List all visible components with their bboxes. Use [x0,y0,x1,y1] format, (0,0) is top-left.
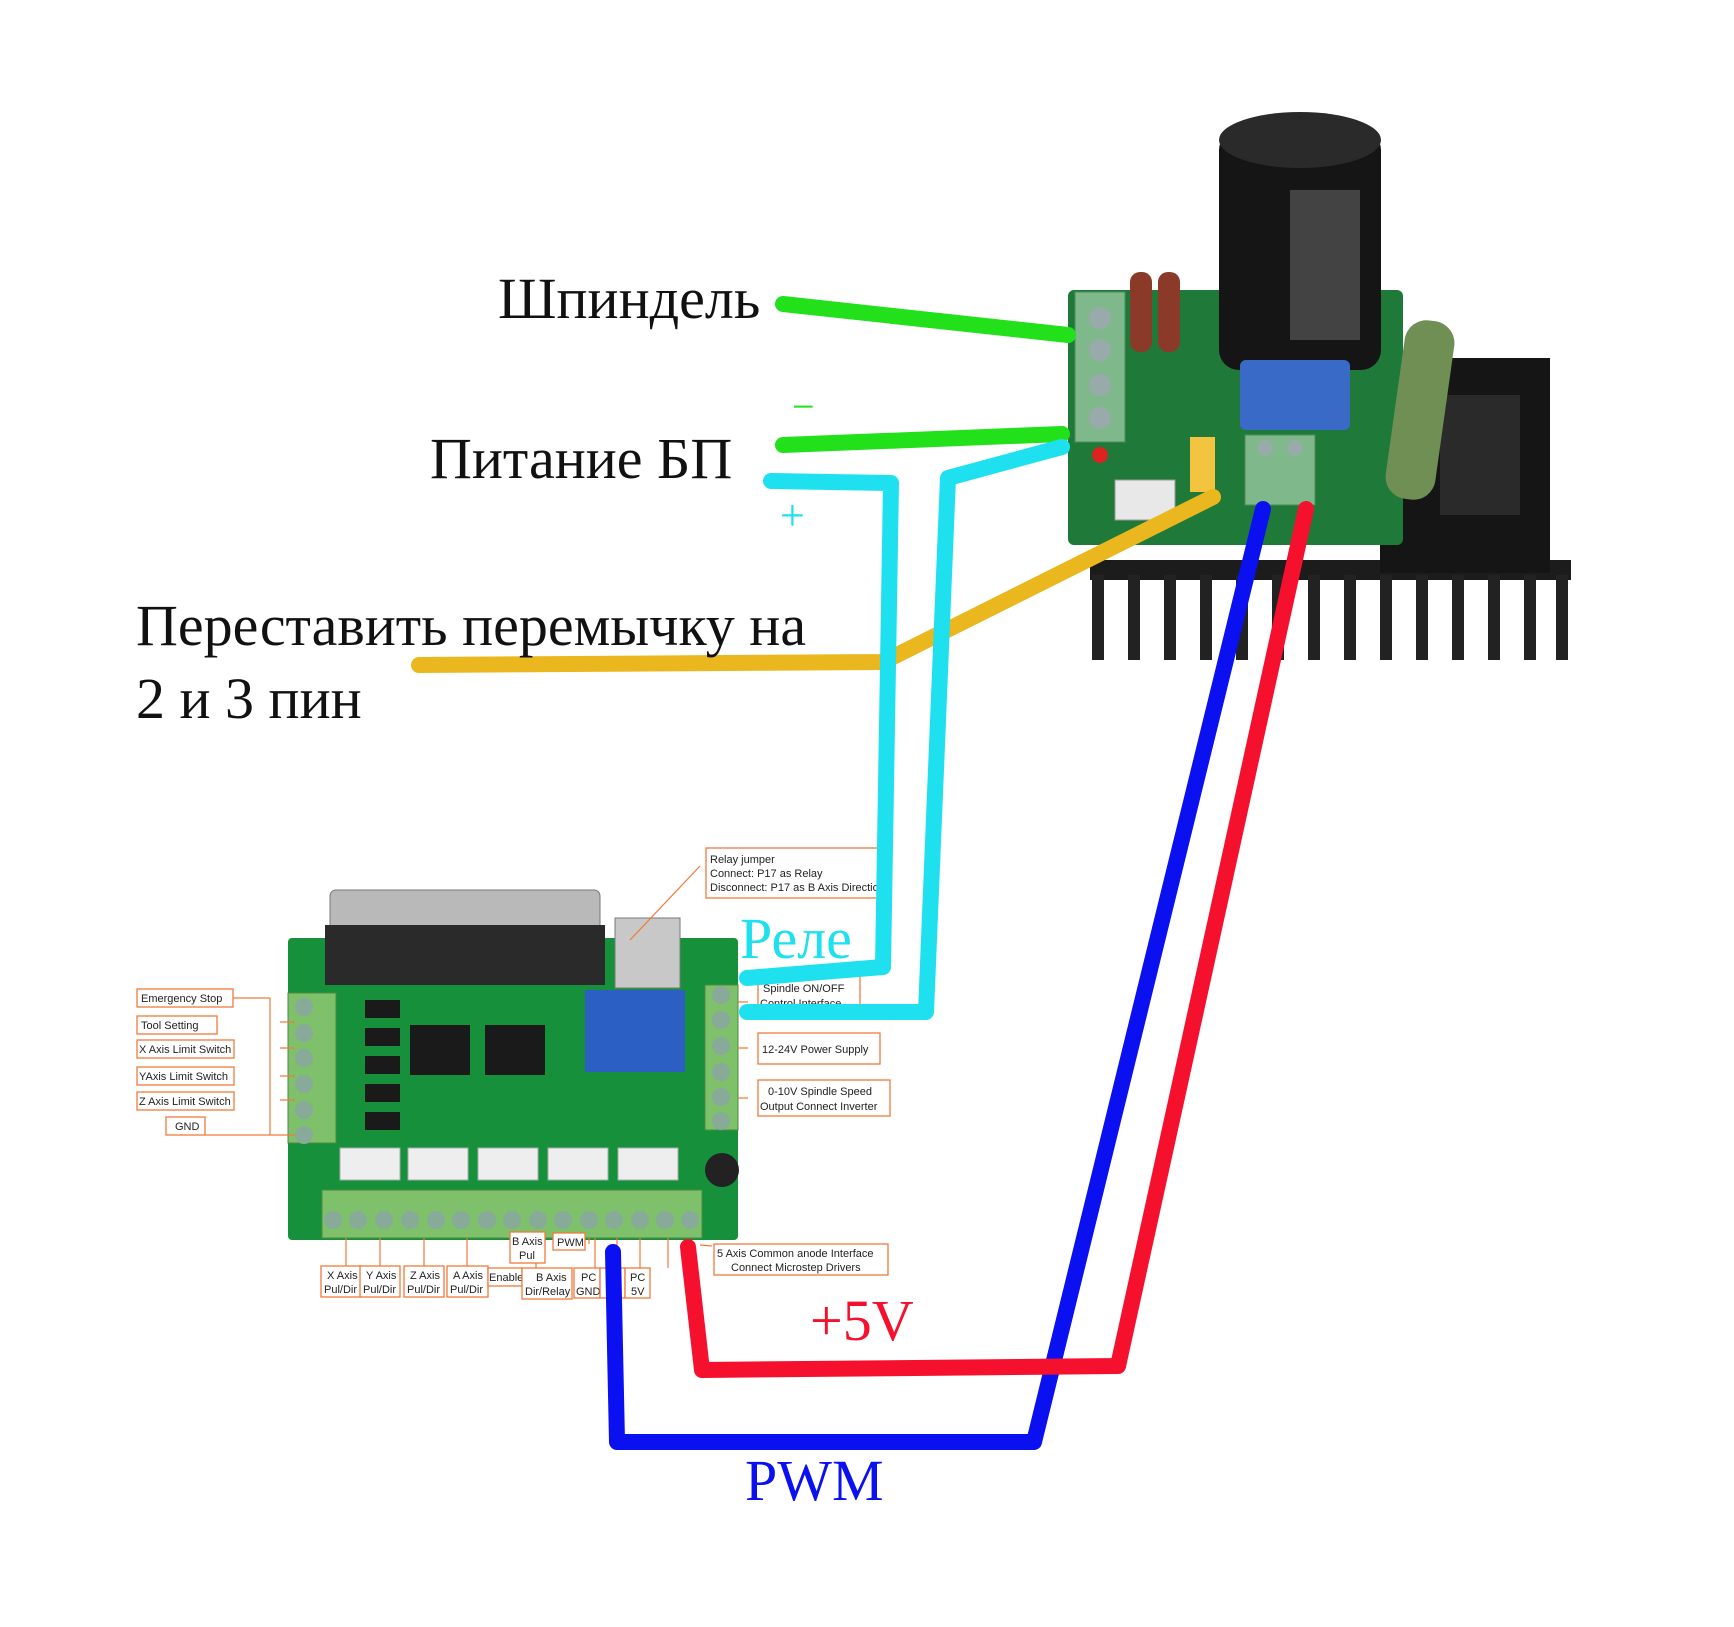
label-pc-gnd-1: PC [581,1272,596,1284]
label-tool-setting: Tool Setting [141,1020,198,1032]
label-psu-plus: + [780,491,805,540]
label-pwm-pin: PWM [557,1237,584,1249]
driver-terminal-block-bottom [1244,434,1316,506]
label-x-limit: X Axis Limit Switch [139,1044,231,1056]
label-pwm: PWM [745,1448,884,1513]
label-relay: Реле [740,906,852,971]
label-power-supply: 12-24V Power Supply [762,1044,869,1056]
label-emergency-stop: Emergency Stop [141,993,222,1005]
label-pc-5v-b-2: 5V [631,1286,645,1298]
label-z-axis-1: Z Axis [410,1270,440,1282]
led-red [1092,447,1108,463]
power-resistor [1385,320,1455,500]
jumper-header [1190,437,1215,492]
label-spindle-speed-2: Output Connect Inverter [760,1101,878,1113]
label-spindle-speed-1: 0-10V Spindle Speed [768,1086,872,1098]
usb-connector [614,917,681,989]
label-enable: Enable [489,1272,523,1284]
right-terminal-block [704,984,739,1131]
label-x-axis-2: Pul/Dir [324,1284,357,1296]
wire-relay-1 [739,473,899,986]
label-pc-5v-b-1: PC [630,1272,645,1284]
spindle-driver-board [1068,112,1571,660]
bottom-terminal-block [321,1189,703,1239]
label-b-axis-dir-1: B Axis [536,1272,567,1284]
electrolytic-capacitor [1219,112,1381,370]
label-plus5v: +5V [810,1288,914,1353]
db25-connector [325,889,605,985]
blue-relay [1240,360,1350,430]
optocoupler-chips [365,1000,545,1130]
label-relay-jumper-1: Relay jumper [710,854,775,866]
label-y-axis-2: Pul/Dir [363,1284,396,1296]
label-spindle-onoff-1: Spindle ON/OFF [763,983,845,995]
label-a-axis-1: A Axis [453,1270,483,1282]
label-pc-gnd-2: GND [576,1286,601,1298]
board-capacitor [705,1153,739,1187]
label-a-axis-2: Pul/Dir [450,1284,483,1296]
breakout-board [287,889,739,1240]
label-relay-jumper-2: Connect: P17 as Relay [710,868,823,880]
label-psu: Питание БП [430,426,732,491]
label-psu-minus: − [792,384,815,429]
label-jumper-line2: 2 и 3 пин [136,666,362,731]
wire-relay-2 [739,439,1070,1020]
label-b-axis-pul-2: Pul [519,1250,535,1262]
left-terminal-block [287,992,337,1144]
left-labels: Emergency Stop Tool Setting X Axis Limit… [136,988,295,1136]
annotations: Шпиндель − Питание БП + Переставить пере… [136,266,914,1513]
label-spindle: Шпиндель [498,266,760,331]
label-jumper-line1: Переставить перемычку на [136,593,806,658]
label-z-limit: Z Axis Limit Switch [139,1096,231,1108]
label-z-axis-2: Pul/Dir [407,1284,440,1296]
wires [411,296,1314,1450]
label-gnd: GND [175,1121,200,1133]
driver-capacitors [1130,272,1180,352]
wire-pwm [605,501,1271,1450]
label-y-limit: YAxis Limit Switch [139,1071,228,1083]
axis-connectors [339,1147,679,1181]
wire-plus5v [680,501,1314,1378]
driver-terminal-block-left [1074,291,1126,443]
wire-spindle [775,296,1076,343]
label-x-axis-1: X Axis [327,1270,358,1282]
relay-module [585,990,685,1072]
label-relay-jumper-3: Disconnect: P17 as B Axis Direction [710,882,885,894]
label-y-axis-1: Y Axis [366,1270,397,1282]
label-b-axis-dir-2: Dir/Relay [525,1286,571,1298]
label-b-axis-pul-1: B Axis [512,1236,543,1248]
label-common-anode-1: 5 Axis Common anode Interface [717,1248,874,1260]
wire-psu [775,426,1070,453]
label-common-anode-2: Connect Microstep Drivers [731,1262,861,1274]
